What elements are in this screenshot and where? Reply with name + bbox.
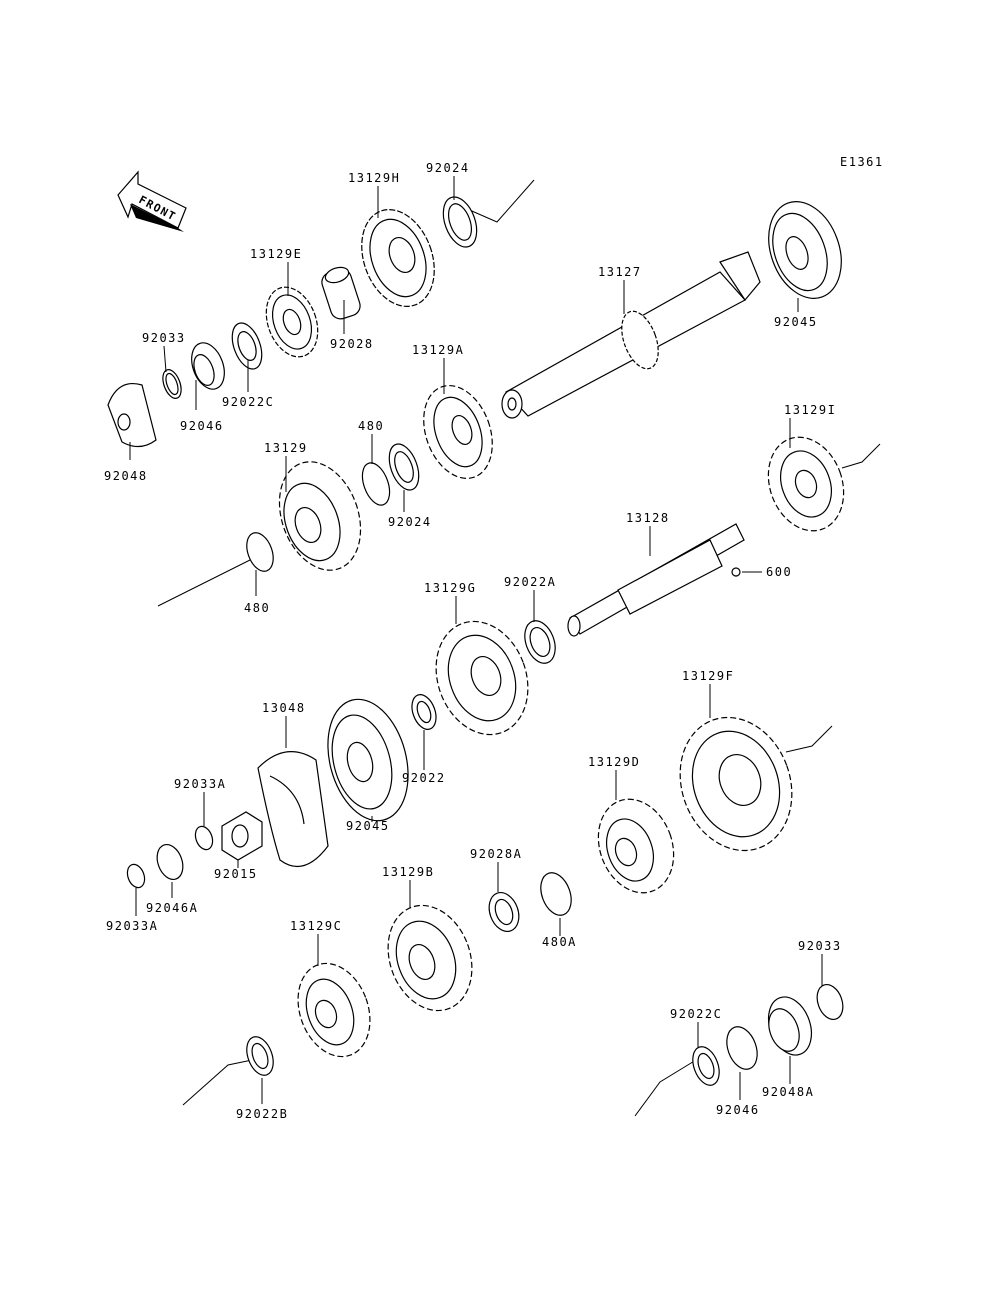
label-92033a-2: 92033A xyxy=(106,919,158,933)
part-13129h-gear xyxy=(361,208,435,308)
part-13127-shaft xyxy=(501,251,761,419)
label-480: 480 xyxy=(358,419,384,433)
part-92022b-washer xyxy=(246,1036,274,1076)
label-13127: 13127 xyxy=(598,265,642,279)
label-13129g: 13129G xyxy=(424,581,476,595)
part-13129-gear xyxy=(278,461,362,571)
label-13129a: 13129A xyxy=(412,343,464,357)
part-92024-washer-2 xyxy=(388,443,420,491)
part-13129a-gear xyxy=(423,384,493,480)
label-92046-2: 92046 xyxy=(716,1103,760,1117)
label-92048a: 92048A xyxy=(762,1085,814,1099)
part-92015-nut xyxy=(221,811,263,861)
front-arrow-icon: FRONT xyxy=(117,170,187,232)
label-13129f: 13129F xyxy=(682,669,734,683)
part-92033-circlip xyxy=(162,369,182,399)
direction-arrows xyxy=(157,179,881,1117)
part-92045-ball-bearing-2 xyxy=(327,698,409,822)
part-92046-needle-bearing xyxy=(191,342,225,390)
part-92022c-washer xyxy=(231,322,263,370)
label-92024: 92024 xyxy=(426,161,470,175)
label-13128: 13128 xyxy=(626,511,670,525)
part-92028-bushing xyxy=(321,266,361,320)
label-13048: 13048 xyxy=(262,701,306,715)
label-92022b: 92022B xyxy=(236,1107,288,1121)
label-92024-2: 92024 xyxy=(388,515,432,529)
label-92033-2: 92033 xyxy=(798,939,842,953)
part-92033-circlip-2 xyxy=(816,983,844,1021)
part-13129f-gear xyxy=(679,716,793,852)
label-600: 600 xyxy=(766,565,792,579)
part-13048-cam xyxy=(257,751,329,868)
part-13129g-gear xyxy=(435,620,529,736)
part-92022c-washer-2 xyxy=(692,1046,720,1086)
part-92022a-washer xyxy=(524,620,556,664)
part-13129c-gear xyxy=(297,962,371,1058)
part-92028a-bushing xyxy=(488,892,520,932)
label-92045: 92045 xyxy=(774,315,818,329)
diagram-code: E1361 xyxy=(840,155,884,169)
part-13129e-gear xyxy=(265,286,319,358)
label-92028a: 92028A xyxy=(470,847,522,861)
part-600-ball xyxy=(731,567,741,577)
label-92022c: 92022C xyxy=(222,395,274,409)
part-480-circlip xyxy=(361,462,391,506)
part-92046a-needle-bearing xyxy=(156,843,184,881)
label-92033a: 92033A xyxy=(174,777,226,791)
label-13129b: 13129B xyxy=(382,865,434,879)
label-92015: 92015 xyxy=(214,867,258,881)
part-92048a-collar xyxy=(767,996,813,1056)
label-13129i: 13129I xyxy=(784,403,836,417)
label-92022: 92022 xyxy=(402,771,446,785)
part-92022-washer xyxy=(411,694,437,730)
label-92028: 92028 xyxy=(330,337,374,351)
label-13129e: 13129E xyxy=(250,247,302,261)
part-92048-collar xyxy=(107,383,157,448)
label-92046a: 92046A xyxy=(146,901,198,915)
part-92046-needle-bearing-2 xyxy=(726,1026,758,1070)
label-92022a: 92022A xyxy=(504,575,556,589)
part-480-circlip-2 xyxy=(246,532,274,572)
part-92045-ball-bearing xyxy=(768,200,842,300)
label-92048: 92048 xyxy=(104,469,148,483)
label-92022c-2: 92022C xyxy=(670,1007,722,1021)
part-92033a-circlip xyxy=(194,825,214,851)
label-13129d: 13129D xyxy=(588,755,640,769)
part-13128-shaft xyxy=(567,523,745,637)
part-480a-circlip xyxy=(540,872,572,916)
part-labels: 13129H 92024 13129E 92028 92033 92046 92… xyxy=(104,161,842,1121)
part-92024-washer xyxy=(442,196,478,248)
part-13129d-gear xyxy=(597,798,675,894)
part-13129i-gear xyxy=(767,436,845,532)
part-13129b-gear xyxy=(387,904,473,1012)
label-92033: 92033 xyxy=(142,331,186,345)
leader-lines xyxy=(129,176,823,1104)
label-13129: 13129 xyxy=(264,441,308,455)
label-92046: 92046 xyxy=(180,419,224,433)
label-480-2: 480 xyxy=(244,601,270,615)
part-92033a-circlip-2 xyxy=(126,863,146,889)
label-92045-2: 92045 xyxy=(346,819,390,833)
label-13129c: 13129C xyxy=(290,919,342,933)
label-13129h: 13129H xyxy=(348,171,400,185)
label-480a: 480A xyxy=(542,935,577,949)
